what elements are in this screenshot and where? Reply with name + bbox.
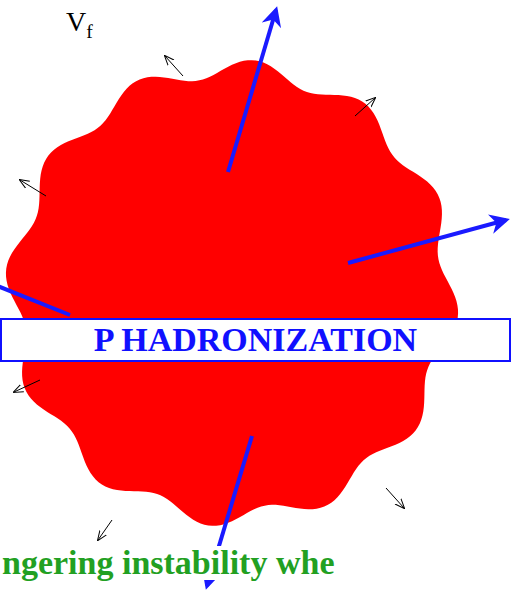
heading-text: P HADRONIZATION — [94, 323, 417, 357]
fireball-blob — [6, 60, 458, 526]
velocity-label: Vf — [66, 8, 93, 41]
note-text: ngering instability whe — [2, 546, 334, 580]
jet-arrows — [0, 10, 506, 586]
boxed-heading: P HADRONIZATION — [0, 318, 511, 362]
flow-arrows — [14, 56, 457, 540]
